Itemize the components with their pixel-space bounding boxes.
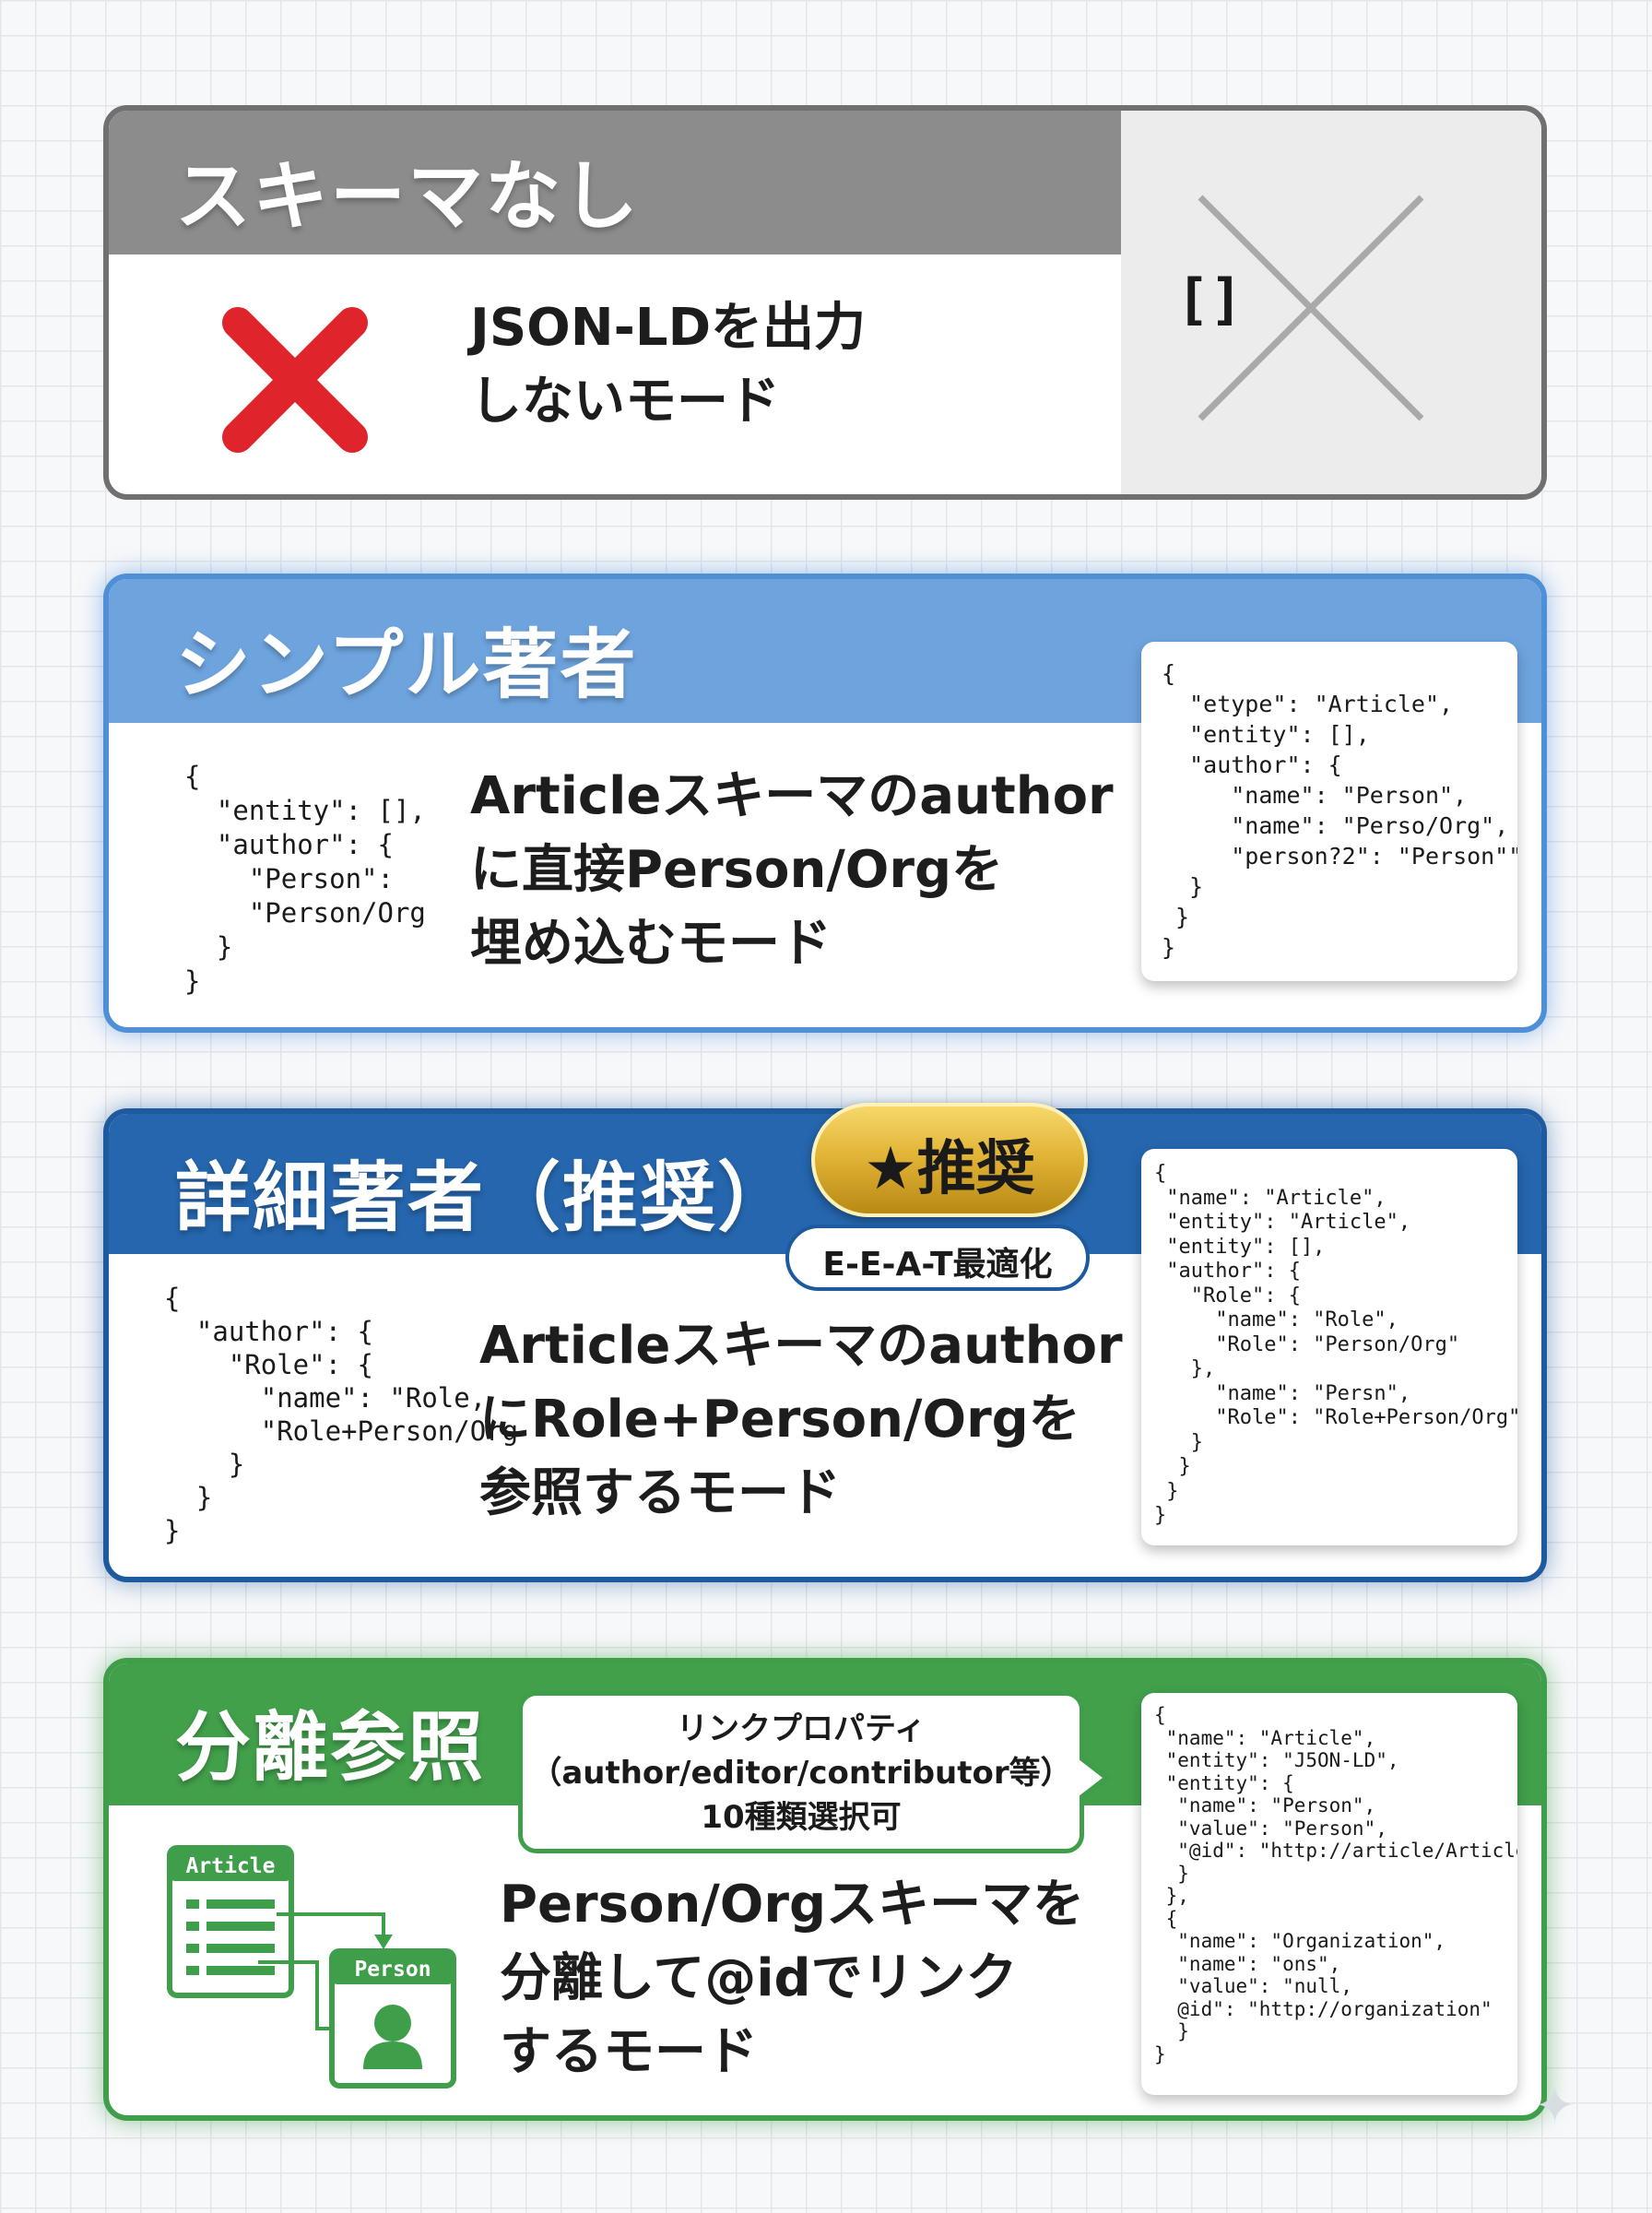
- person-label: Person: [354, 1958, 431, 1982]
- desc-line: 埋め込むモード: [470, 914, 832, 974]
- card-description: JSON-LDを出力 しないモード: [470, 291, 866, 439]
- desc-line: 分離して@idでリンク: [500, 1948, 1018, 2008]
- json-snippet: { "author": { "Role": { "name": "Role, "…: [164, 1283, 519, 1546]
- callout-line: 10種類選択可: [701, 1799, 902, 1836]
- card-description: Articleスキーマのauthor にRole+Person/Orgを 参照す…: [479, 1309, 1123, 1531]
- callout-line: （author/editor/contributor等）: [530, 1755, 1072, 1792]
- desc-line: にRole+Person/Orgを: [479, 1390, 1080, 1450]
- desc-line: に直接Person/Orgを: [470, 840, 1004, 900]
- recommended-badge: ★推奨: [811, 1103, 1088, 1217]
- eeat-badge: E-E-A-T最適化: [785, 1225, 1090, 1291]
- article-label: Article: [186, 1854, 276, 1878]
- card-title: 詳細著者（推奨）: [175, 1154, 796, 1242]
- desc-line: Person/Orgスキーマを: [500, 1875, 1085, 1935]
- card-title: 分離参照: [175, 1704, 486, 1792]
- card-header: スキーマなし: [109, 111, 1121, 254]
- red-cross-icon: [222, 307, 368, 453]
- desc-line: 参照するモード: [479, 1463, 841, 1523]
- card-detailed-author: 詳細著者（推奨） { "author": { "Role": { "name":…: [103, 1108, 1547, 1582]
- desc-line: Articleスキーマのauthor: [470, 766, 1114, 826]
- desc-line: Articleスキーマのauthor: [479, 1316, 1123, 1376]
- json-code: { "etype": "Article", "entity": [], "aut…: [1162, 660, 1517, 961]
- json-snippet: { "entity": [], "author": { "Person": "P…: [184, 761, 426, 997]
- badge-label: ★推奨: [864, 1135, 1035, 1203]
- subbadge-label: E-E-A-T最適化: [822, 1246, 1053, 1284]
- article-document-icon: [167, 1845, 294, 1998]
- desc-line: しないモード: [470, 372, 780, 432]
- card-description: Articleスキーマのauthor に直接Person/Orgを 埋め込むモー…: [470, 760, 1114, 981]
- json-code: { "name": "Article", "entity": "J5ON-LD"…: [1154, 1704, 1517, 2065]
- no-output-panel: []: [1121, 111, 1541, 494]
- json-code-panel: { "name": "Article", "entity": "J5ON-LD"…: [1141, 1693, 1517, 2095]
- desc-line: JSON-LDを出力: [470, 298, 867, 358]
- sparkle-icon: ✦: [1534, 2077, 1576, 2135]
- card-title: スキーマなし: [175, 153, 641, 241]
- person-card-icon: [329, 1948, 456, 2089]
- callout-line: リンクプロパティ: [677, 1710, 926, 1747]
- link-property-callout: リンクプロパティ （author/editor/contributor等） 10…: [518, 1691, 1084, 1853]
- callout-pointer-inner: [1079, 1759, 1103, 1796]
- card-description: Person/Orgスキーマを 分離して@idでリンク するモード: [500, 1868, 1084, 2089]
- card-simple-author: シンプル著者 { "entity": [], "author": { "Pers…: [103, 574, 1547, 1033]
- json-code-panel: { "name": "Article", "entity": "Article"…: [1141, 1149, 1517, 1545]
- json-code-panel: { "etype": "Article", "entity": [], "aut…: [1141, 642, 1517, 981]
- gray-cross-icon: [1198, 195, 1424, 421]
- desc-line: するモード: [500, 2022, 758, 2082]
- card-title: シンプル著者: [175, 621, 638, 709]
- json-code: { "name": "Article", "entity": "Article"…: [1154, 1162, 1517, 1527]
- empty-brackets: []: [1176, 267, 1244, 332]
- card-no-schema: スキーマなし JSON-LDを出力 しないモード []: [103, 105, 1547, 500]
- link-diagram: Article Person: [167, 1845, 456, 2089]
